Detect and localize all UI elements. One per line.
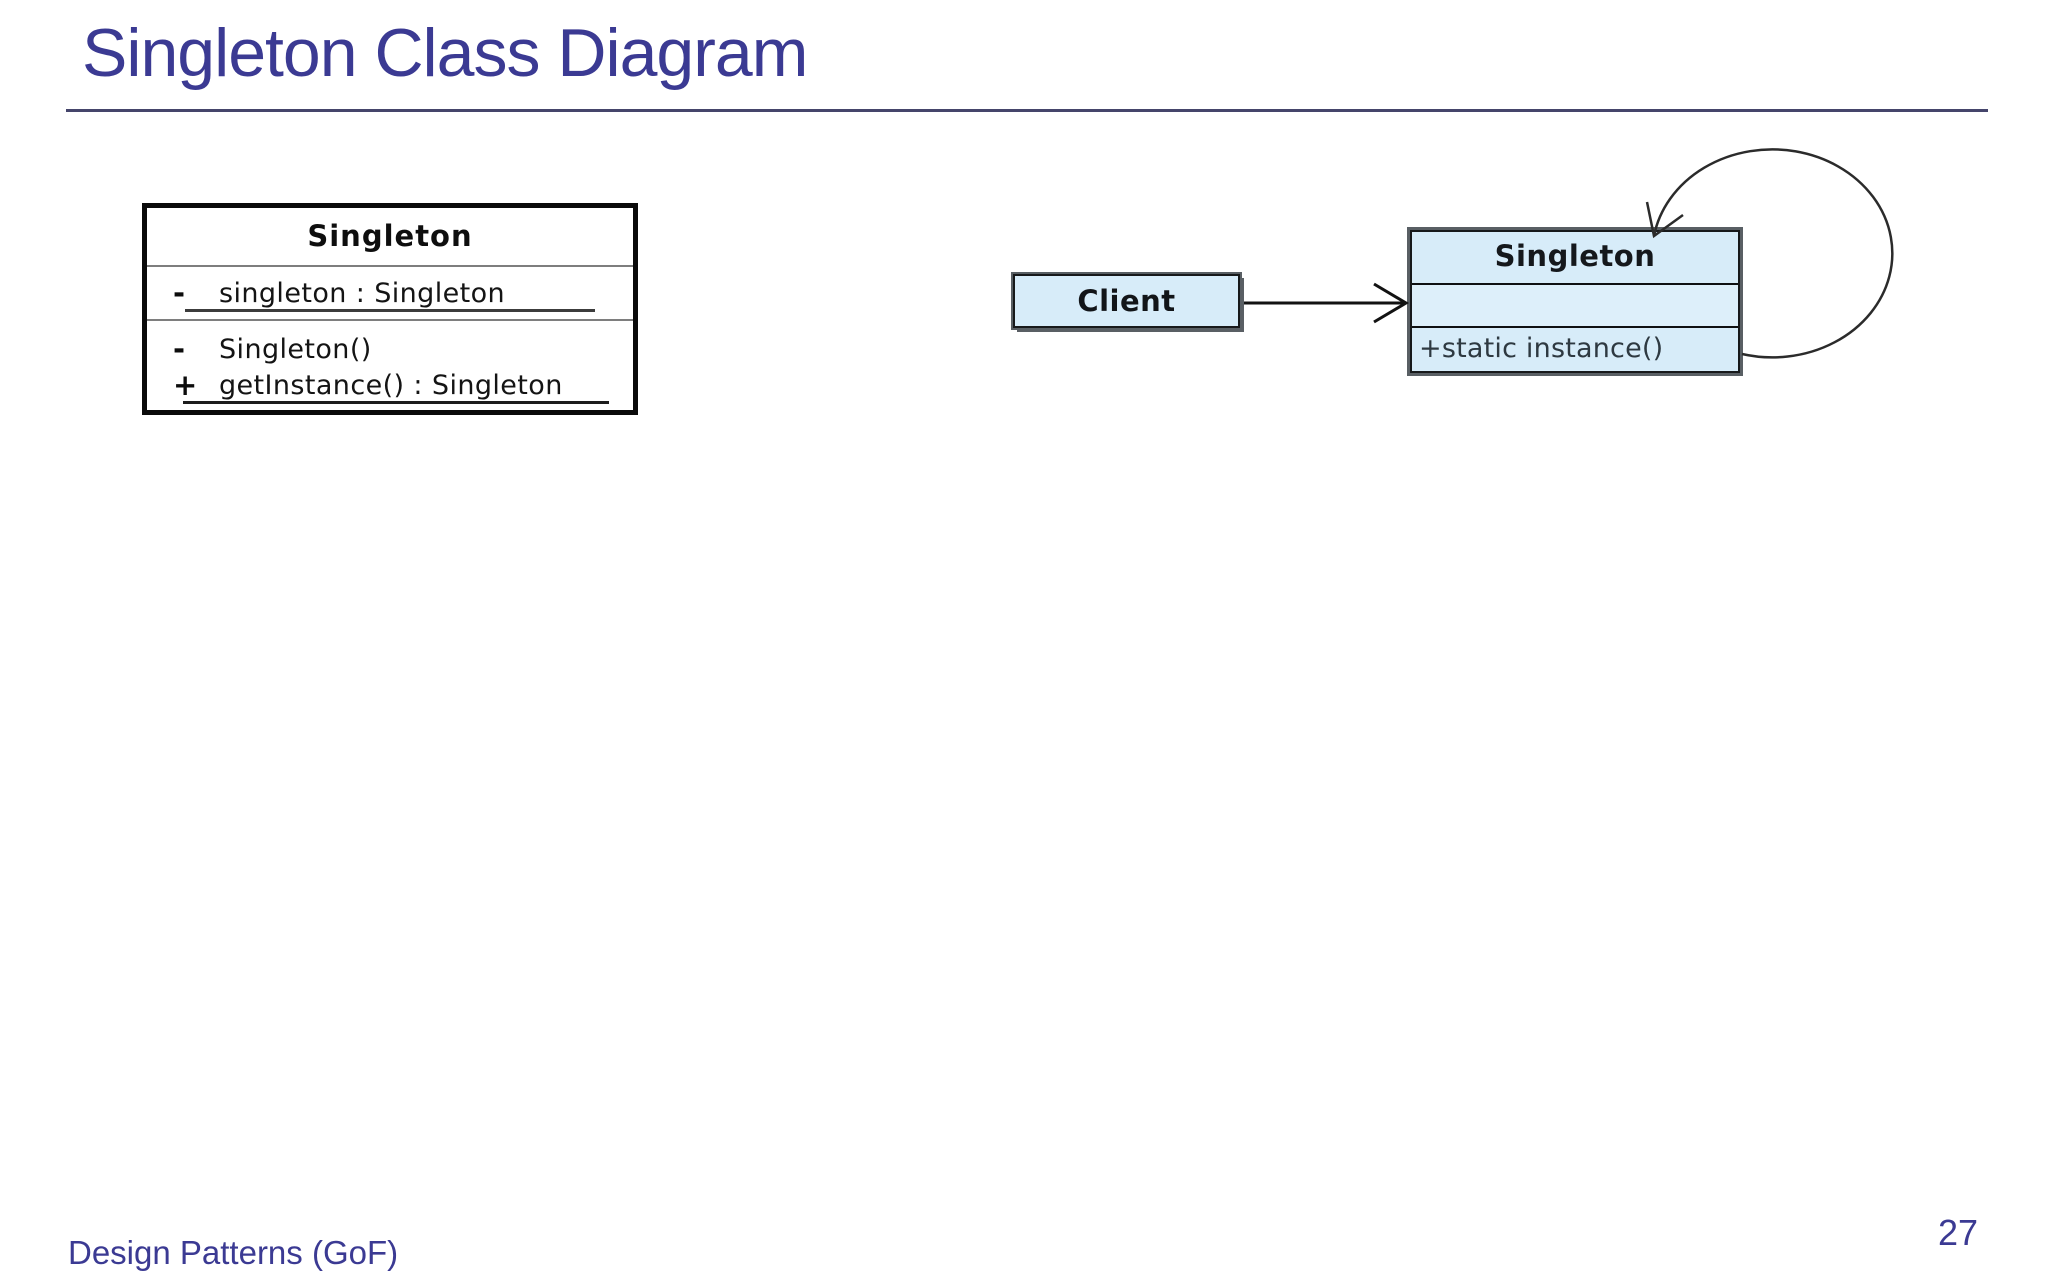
visibility-private-marker: - bbox=[173, 276, 186, 310]
compartment-separator bbox=[1412, 283, 1738, 285]
operation-text: Singleton() bbox=[219, 333, 372, 365]
compartment-separator bbox=[1412, 326, 1738, 328]
attribute-row: - singleton : Singleton bbox=[147, 272, 633, 314]
compartment-separator bbox=[147, 319, 633, 321]
static-member-underline bbox=[183, 401, 609, 404]
static-member-underline bbox=[185, 309, 595, 312]
open-arrowhead-icon bbox=[1373, 282, 1409, 324]
class-name-compartment: Singleton bbox=[307, 219, 473, 253]
page-number: 27 bbox=[1938, 1212, 1979, 1253]
attribute-text: singleton : Singleton bbox=[219, 277, 506, 309]
uml-class-box-singleton: Singleton +static instance() bbox=[1407, 227, 1743, 376]
page-title: Singleton Class Diagram bbox=[82, 15, 808, 91]
operation-row: - Singleton() bbox=[147, 328, 633, 370]
visibility-private-marker: - bbox=[173, 332, 186, 366]
uml-class-box-client: Client bbox=[1011, 272, 1242, 330]
footer-text: Design Patterns (GoF) bbox=[68, 1234, 399, 1271]
visibility-public-marker: + bbox=[173, 368, 198, 402]
client-label: Client bbox=[1077, 284, 1176, 318]
operation-row: + getInstance() : Singleton bbox=[147, 364, 633, 406]
compartment-separator bbox=[147, 265, 633, 267]
operation-text: getInstance() : Singleton bbox=[219, 369, 563, 401]
empty-attributes-compartment bbox=[1412, 285, 1738, 326]
uml-class-box-singleton-detail: Singleton - singleton : Singleton - Sing… bbox=[142, 203, 638, 415]
operation-text: +static instance() bbox=[1419, 333, 1664, 364]
class-name-compartment: Singleton bbox=[1494, 239, 1656, 273]
title-underline-rule bbox=[66, 109, 1988, 112]
